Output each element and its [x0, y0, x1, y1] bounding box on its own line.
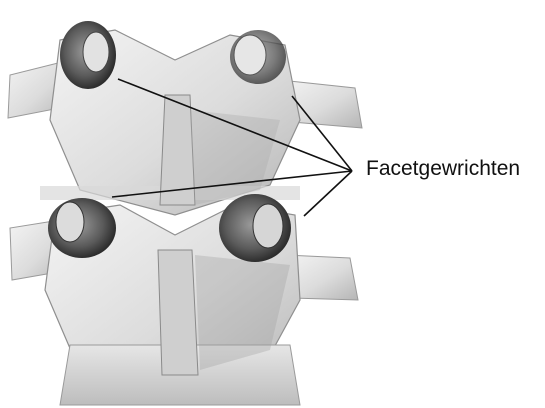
- leader-line-lower-right: [304, 171, 352, 216]
- spinous-process-lower: [158, 250, 198, 375]
- facet-joint-upper-right: [230, 30, 286, 84]
- facet-joint-lower-left: [48, 198, 116, 258]
- facet-joint-lower-right: [219, 194, 291, 262]
- facet-joints-label: Facetgewrichten: [366, 158, 520, 179]
- facet-joint-upper-left: [60, 21, 116, 89]
